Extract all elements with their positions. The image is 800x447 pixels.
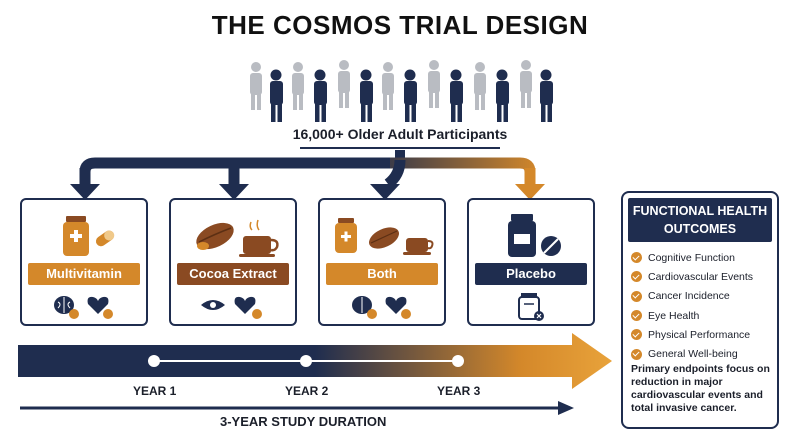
year3-label: YEAR 3 [437,384,481,398]
year2-label: YEAR 2 [285,384,329,398]
list-item: Cancer Incidence [631,287,777,306]
multivitamin-icons [63,216,115,256]
check-icon [631,290,642,302]
arm-card-both: Both [318,198,446,326]
list-item: Physical Performance [631,325,777,344]
year1-marker [148,355,160,367]
arm-label-both: Both [326,263,438,285]
check-icon [631,271,642,283]
outcomes-note: Primary endpoints focus on reduction in … [631,363,770,414]
outcome-label: Cognitive Function [648,251,735,264]
supplement-bottle-icon [335,218,357,253]
arm-card-multivitamin: Multivitamin [20,198,148,326]
crowd-icon [250,60,553,122]
list-item: General Well-being [631,344,777,363]
outcomes-header: FUNCTIONAL HEALTH OUTCOMES [628,198,772,242]
no-bottle-icon [518,293,544,321]
outcome-label: Cancer Incidence [648,290,730,303]
outcome-label: General Well-being [648,348,738,361]
brain-icon [352,296,372,314]
placebo-icons [508,214,561,257]
cocoa-pod-icon [369,227,399,249]
arm-label-cocoa: Cocoa Extract [177,263,289,285]
supplement-bottle-icon [508,214,536,257]
participants-label: 16,000+ Older Adult Participants [292,126,508,142]
duration-label: 3-YEAR STUDY DURATION [220,414,387,429]
pill-icon [95,230,115,247]
cocoa-pod-icon [196,222,234,250]
heart-icon [87,296,109,314]
page-title: THE COSMOS TRIAL DESIGN [211,10,589,40]
outcome-label: Eye Health [648,309,700,322]
supplement-bottle-icon [63,216,89,256]
list-item: Cardiovascular Events [631,267,777,286]
arm-card-placebo: Placebo [467,198,595,326]
check-badge-icon [252,309,262,319]
check-badge-icon [367,309,377,319]
arm-label-placebo: Placebo [475,263,587,285]
both-icons [335,218,434,255]
outcomes-header-line2: OUTCOMES [663,222,737,236]
outcome-label: Physical Performance [648,328,751,341]
check-badge-icon [69,309,79,319]
list-item: Cognitive Function [631,248,777,267]
check-badge-icon [103,309,113,319]
list-item: Eye Health [631,306,777,325]
participants-divider [300,147,500,149]
outcomes-header-line1: FUNCTIONAL HEALTH [632,204,768,218]
branch-bar-right [390,157,536,173]
cocoa-icons [196,219,279,257]
outcome-mini-icons [54,296,113,319]
arm-label-multivitamin: Multivitamin [28,263,140,285]
arm-card-cocoa: Cocoa Extract [169,198,297,326]
outcome-label: Cardiovascular Events [648,270,754,283]
coffee-cup-icon [239,219,279,257]
heart-icon [385,296,407,314]
year2-marker [300,355,312,367]
brain-icon [54,296,74,314]
heart-icon [234,296,256,314]
year3-marker [452,355,464,367]
branch-to-both [384,159,406,189]
outcome-mini-icons [201,296,262,319]
year1-label: YEAR 1 [133,384,177,398]
outcome-mini-icons [352,296,411,319]
coffee-cup-icon [403,238,434,255]
check-icon [631,310,642,322]
check-badge-icon [401,309,411,319]
outcomes-panel: FUNCTIONAL HEALTH OUTCOMES Cognitive Fun… [621,191,779,429]
check-icon [631,329,642,341]
duration-arrowhead [558,401,574,415]
check-icon [631,252,642,264]
check-icon [631,348,642,360]
outcomes-list: Cognitive Function Cardiovascular Events… [623,248,777,364]
eye-icon [201,300,225,310]
pill-icon [541,236,561,256]
